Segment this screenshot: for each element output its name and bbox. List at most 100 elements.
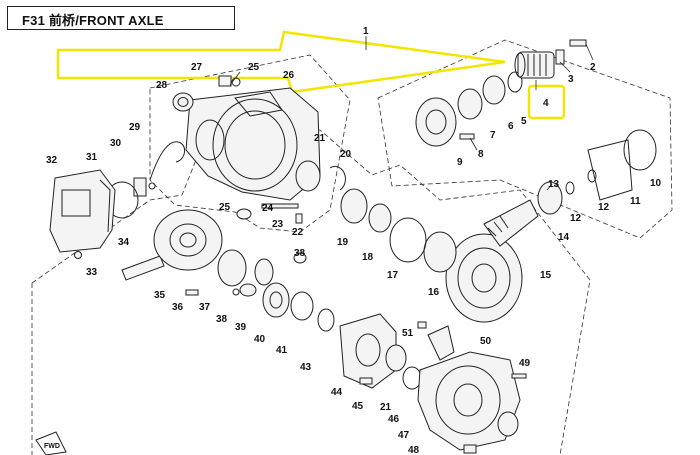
group-outline-main	[31, 129, 591, 455]
callout-34: 34	[118, 237, 130, 248]
callout-7: 7	[490, 130, 496, 141]
callout-41: 41	[276, 345, 288, 356]
callout-30: 30	[110, 138, 122, 149]
bearing-16	[423, 231, 457, 273]
callout-6: 6	[508, 121, 514, 132]
bracket-50	[427, 325, 455, 361]
gear-19	[340, 188, 368, 224]
bolt-2	[569, 39, 587, 47]
bearing-21-lower	[385, 344, 407, 372]
callout-48: 48	[408, 445, 420, 455]
callout-44: 44	[331, 387, 343, 398]
shim-43	[317, 308, 335, 332]
callout-21b: 21	[380, 402, 392, 413]
seal-10	[623, 129, 657, 171]
snap-ring-20	[329, 165, 346, 191]
title-box: F31 前桥/FRONT AXLE	[7, 6, 235, 30]
callout-50: 50	[480, 336, 492, 347]
callout-27: 27	[191, 62, 203, 73]
seal-6	[482, 75, 506, 105]
callout-10: 10	[650, 178, 662, 189]
callout-16: 16	[428, 287, 440, 298]
pinion-13	[483, 199, 539, 247]
callout-25b: 25	[219, 202, 231, 213]
callout-4: 4	[543, 98, 549, 109]
stud-49	[511, 373, 527, 379]
bolt-8	[459, 133, 475, 140]
shaft-34	[121, 255, 165, 281]
callout-23: 23	[272, 219, 284, 230]
callout-5: 5	[521, 116, 527, 127]
front-housing	[185, 87, 321, 201]
callout-40: 40	[254, 334, 266, 345]
bearing-14	[537, 181, 563, 215]
callout-38a: 38	[294, 248, 306, 259]
diagram-title: F31 前桥/FRONT AXLE	[22, 13, 164, 28]
callout-33: 33	[86, 267, 98, 278]
bearing-21-upper	[295, 160, 321, 192]
bearing-housing-9	[415, 97, 457, 147]
callout-47: 47	[398, 430, 410, 441]
callout-24: 24	[262, 203, 274, 214]
shaft-23	[261, 203, 299, 209]
callout-15: 15	[540, 270, 552, 281]
callout-28: 28	[156, 80, 168, 91]
bolt-bottom	[463, 444, 477, 454]
shim-12a	[565, 181, 575, 195]
callout-17: 17	[387, 270, 399, 281]
group-outline-pinion	[377, 39, 673, 239]
callout-35: 35	[154, 290, 166, 301]
callout-20: 20	[340, 149, 352, 160]
bearing-40	[262, 282, 314, 321]
callout-51: 51	[402, 328, 414, 339]
callout-12a: 12	[598, 202, 610, 213]
callout-29: 29	[129, 122, 141, 133]
needle-bearing-4	[514, 51, 555, 79]
callout-25a: 25	[248, 62, 260, 73]
svg-text:FWD: FWD	[44, 443, 60, 450]
callout-36: 36	[172, 302, 184, 313]
callout-18: 18	[362, 252, 374, 263]
gasket-11	[587, 139, 633, 201]
callout-14: 14	[558, 232, 570, 243]
callout-22: 22	[292, 227, 304, 238]
highlight-arrow	[56, 30, 506, 94]
callout-49: 49	[519, 358, 531, 369]
actuator-32	[49, 169, 139, 253]
bolt-22	[295, 213, 303, 224]
bolt-45	[359, 377, 373, 385]
diff-gears	[185, 249, 307, 297]
callout-21a: 21	[314, 133, 326, 144]
callout-12b: 12	[570, 213, 582, 224]
seal-47	[497, 411, 519, 437]
oring-17	[389, 217, 427, 263]
bearing-7	[457, 88, 483, 120]
callout-19: 19	[337, 237, 349, 248]
needle-bearing-18	[368, 203, 392, 233]
plug-24	[236, 208, 252, 220]
oring-46	[402, 366, 422, 390]
callout-26: 26	[283, 70, 295, 81]
callout-39: 39	[235, 322, 247, 333]
nut-3	[555, 49, 565, 65]
cover-48	[417, 351, 521, 451]
callout-8: 8	[478, 149, 484, 160]
screw-33	[74, 251, 82, 259]
screw-51	[417, 321, 427, 329]
callout-46: 46	[388, 414, 400, 425]
ring-5	[507, 71, 523, 93]
callout-2: 2	[590, 62, 596, 73]
callout-31: 31	[86, 152, 98, 163]
callout-38b: 38	[216, 314, 228, 325]
callout-9: 9	[457, 157, 463, 168]
callout-32: 32	[46, 155, 58, 166]
leader-lines	[229, 36, 594, 191]
callout-13: 13	[548, 179, 560, 190]
group-outline-housing	[149, 54, 351, 233]
carrier-35	[153, 209, 223, 271]
ring-gear-15	[445, 233, 523, 323]
callout-37: 37	[199, 302, 211, 313]
callout-3: 3	[568, 74, 574, 85]
